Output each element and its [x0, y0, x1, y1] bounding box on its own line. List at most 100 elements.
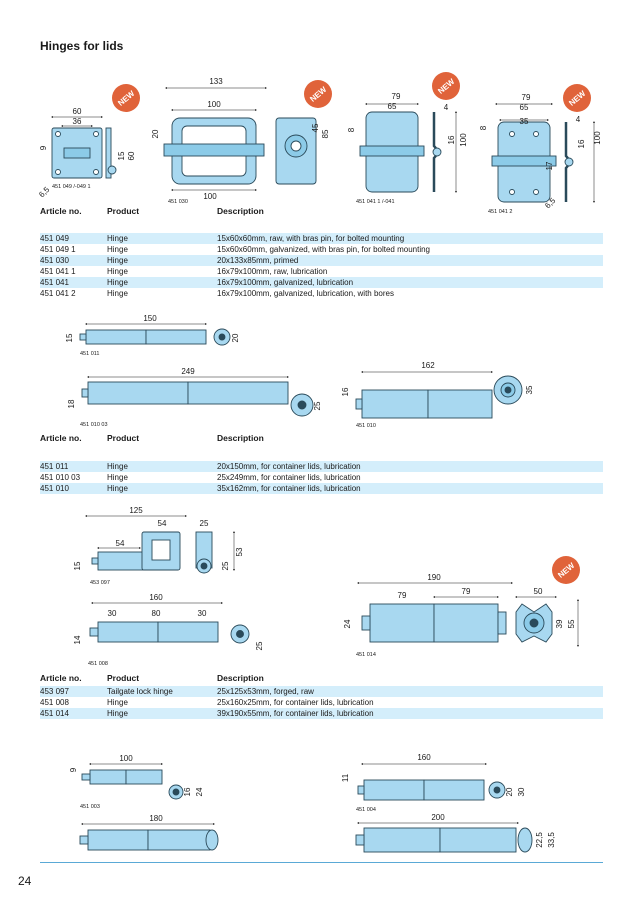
table-header-description: Description	[217, 673, 264, 683]
dim-text: 24	[343, 619, 352, 628]
dim-text: 85	[321, 129, 330, 138]
dim-text: 100	[203, 192, 217, 201]
new-badge-icon: NEW	[563, 84, 591, 112]
dim-text: 25	[313, 401, 322, 410]
dim-text: 8	[479, 125, 488, 130]
dim-text: 30	[198, 609, 207, 618]
dim-text: 20	[151, 129, 160, 138]
new-badge-icon: NEW	[304, 80, 332, 108]
dim-text: 60	[127, 151, 136, 160]
hinge-451-200-drawing	[355, 827, 533, 853]
new-badges: NEW NEW NEW NEW NEW	[112, 72, 591, 584]
hinge-451-010-03-drawing	[81, 381, 314, 417]
dim-text: 33,5	[547, 832, 556, 848]
hinge-451-030-drawing	[163, 117, 317, 185]
page-number: 24	[18, 874, 32, 888]
dim-text: 4	[444, 103, 449, 112]
dim-text: 9	[39, 145, 48, 150]
new-badge-icon: NEW	[112, 84, 140, 112]
part-label: 451 030	[168, 199, 188, 205]
dim-text: 30	[108, 609, 117, 618]
dim-text: 15	[117, 151, 126, 160]
page-title: Hinges for lids	[40, 39, 124, 53]
dim-text: 53	[235, 547, 244, 556]
dim-text: 50	[534, 587, 543, 596]
dim-text: 54	[116, 539, 125, 548]
table-header-article: Article no.	[40, 673, 82, 683]
hinge-451-008-drawing	[89, 621, 250, 644]
dim-text: 45	[311, 123, 320, 132]
dim-text: 65	[520, 103, 529, 112]
hinge-453-097-drawing	[91, 531, 213, 574]
dim-text: 79	[462, 587, 471, 596]
dim-text: 39	[555, 619, 564, 628]
dim-text: 4	[576, 115, 581, 124]
dim-text: 30	[517, 787, 526, 796]
dim-text: 35	[520, 117, 529, 126]
part-label: 451 008	[88, 661, 108, 667]
dim-text: 17	[545, 161, 554, 170]
dim-text: 100	[593, 131, 602, 145]
part-label: 451 004	[356, 807, 376, 813]
hinge-451-003-drawing	[81, 769, 184, 800]
dim-text: 100	[119, 754, 133, 763]
hinge-451-041-drawing	[359, 111, 442, 193]
hinge-451-049-drawing	[51, 127, 117, 179]
hinge-451-011-drawing	[79, 328, 231, 346]
hinge-451-014-drawing	[361, 603, 553, 643]
dim-text: 16	[341, 387, 350, 396]
dim-text: 79	[522, 93, 531, 102]
dim-text: 133	[209, 77, 223, 86]
dim-text: 54	[158, 519, 167, 528]
hinge-451-004-drawing	[357, 779, 506, 801]
dim-text: 100	[207, 100, 221, 109]
part-label: 451 014	[356, 652, 376, 658]
dim-text: 249	[181, 367, 195, 376]
dim-text: 36	[73, 117, 82, 126]
dim-text: 160	[417, 753, 431, 762]
table-header-article: Article no.	[40, 206, 82, 216]
dim-text: 125	[129, 506, 143, 515]
dim-text: 16	[183, 787, 192, 796]
part-label: 451 041 2	[488, 209, 512, 215]
dimension-lines	[51, 87, 595, 825]
new-badge-icon: NEW	[552, 556, 580, 584]
dim-text: 55	[567, 619, 576, 628]
hinge-451-041-2-drawing	[491, 121, 574, 203]
part-label: 451 010 03	[80, 422, 108, 428]
footer-rule	[40, 862, 603, 863]
table-header-description: Description	[217, 206, 264, 216]
table-header-product: Product	[107, 206, 140, 216]
dim-text: 25	[255, 641, 264, 650]
dim-text: 6,5	[37, 185, 52, 200]
dim-text: 200	[431, 813, 445, 822]
dim-text: 20	[231, 333, 240, 342]
table-header-article: Article no.	[40, 433, 82, 443]
dim-text: 14	[73, 635, 82, 644]
dim-text: 79	[392, 92, 401, 101]
dim-text: 24	[195, 787, 204, 796]
dim-text: 100	[459, 133, 468, 147]
dim-text: 25	[221, 561, 230, 570]
part-label: 451 011	[80, 351, 99, 357]
dim-text: 11	[341, 773, 350, 782]
dim-text: 65	[388, 102, 397, 111]
dim-text: 16	[577, 139, 586, 148]
dim-text: 160	[149, 593, 163, 602]
dim-text: 79	[398, 591, 407, 600]
hinge-451-010-drawing	[355, 375, 523, 419]
part-label: 451 041 1 /-041	[356, 199, 395, 205]
dim-text: 180	[149, 814, 163, 823]
